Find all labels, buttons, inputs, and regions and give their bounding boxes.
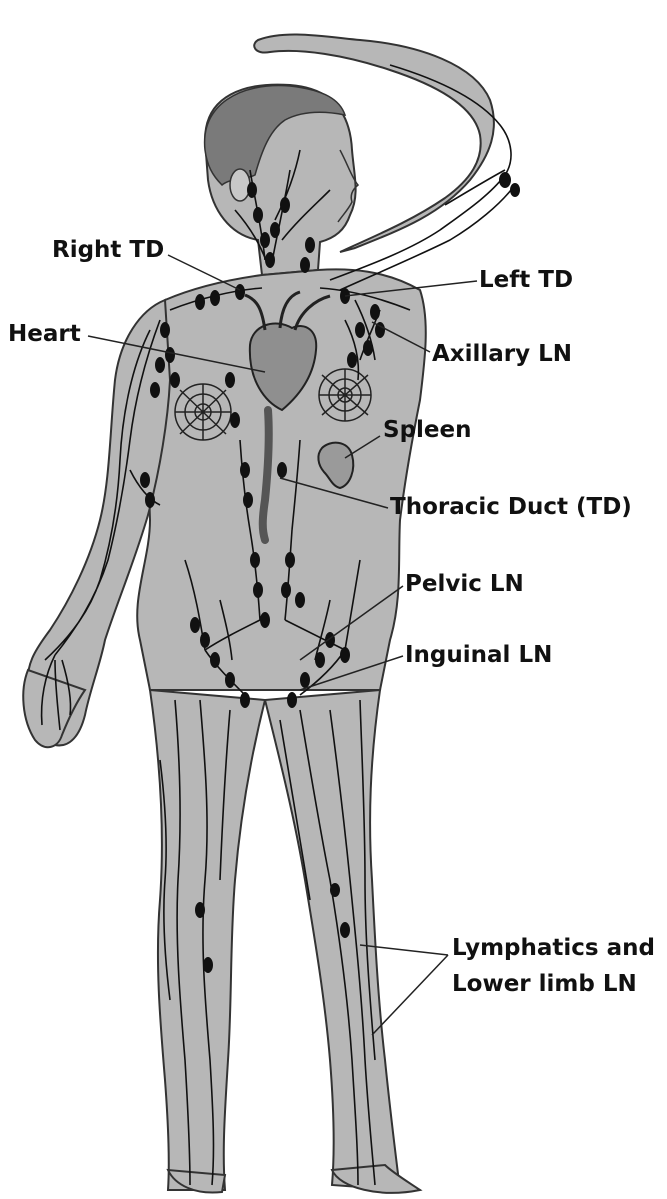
label-pelvic-ln: Pelvic LN xyxy=(405,570,524,598)
label-inguinal-ln: Inguinal LN xyxy=(405,641,552,669)
ear xyxy=(230,169,250,201)
label-spleen: Spleen xyxy=(383,416,472,444)
label-lower-limb-line1: Lymphatics and xyxy=(452,934,655,962)
label-heart: Heart xyxy=(8,320,81,348)
right-foot xyxy=(332,1165,420,1193)
label-axillary-ln: Axillary LN xyxy=(432,340,572,368)
right-leg xyxy=(265,690,400,1190)
leader-lymph-b xyxy=(372,955,448,1035)
label-lower-limb-line2: Lower limb LN xyxy=(452,970,637,998)
left-leg xyxy=(150,690,265,1190)
leader-right-td xyxy=(168,255,240,290)
label-left-td: Left TD xyxy=(479,266,573,294)
label-thoracic-duct: Thoracic Duct (TD) xyxy=(390,493,632,521)
label-right-td: Right TD xyxy=(52,236,164,264)
